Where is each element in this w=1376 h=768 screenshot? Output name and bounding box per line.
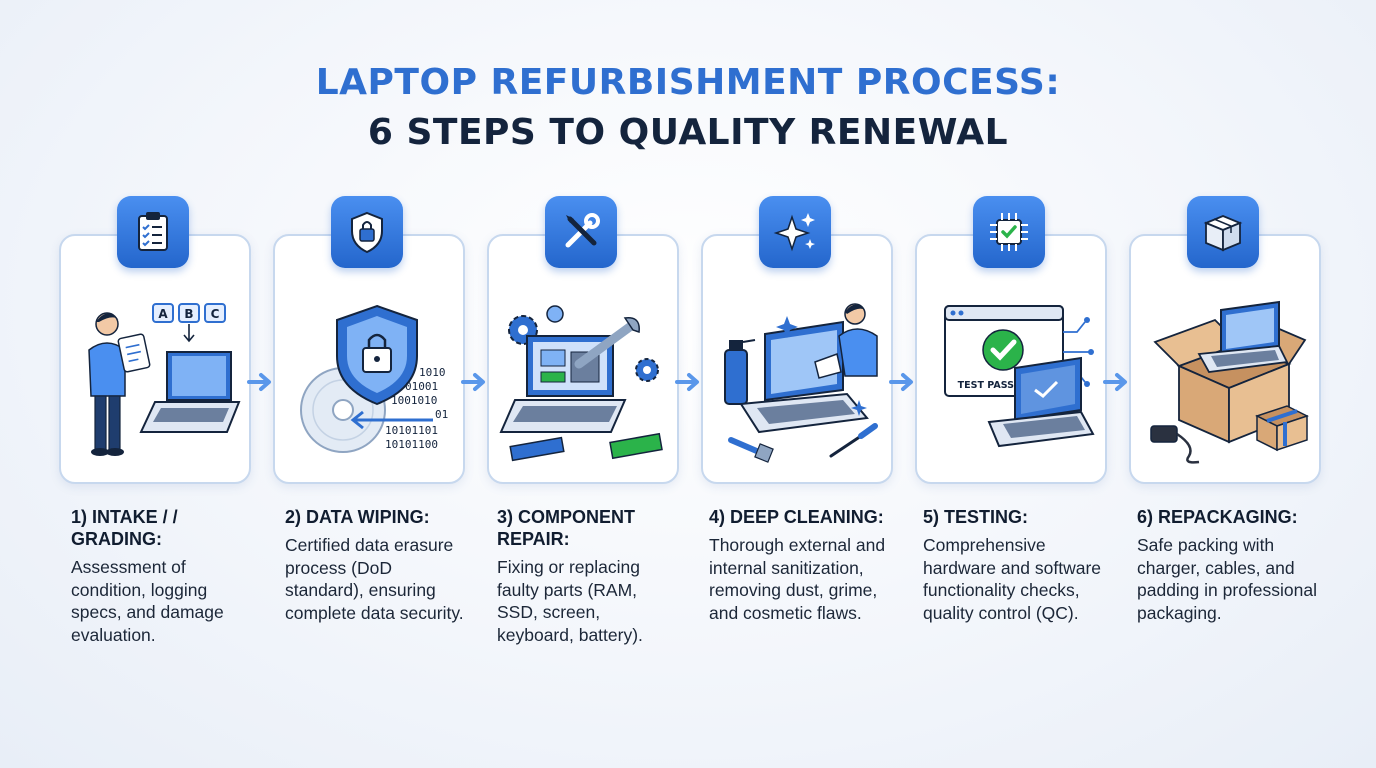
arrow-right-icon [889, 373, 913, 391]
step-title: 4) DEEP CLEANING: [709, 507, 884, 527]
binary-line-3: 1001010 [391, 394, 437, 407]
binary-line-6: 10101100 [385, 438, 438, 451]
step-text-intake: 1) INTAKE / / GRADING: Assessment of con… [71, 506, 241, 646]
step-text-testing: 5) TESTING: Comprehensive hardware and s… [923, 506, 1123, 624]
step-text-data-wiping: 2) DATA WIPING: Certified data erasure p… [285, 506, 465, 624]
step-card-deep-cleaning [701, 234, 893, 484]
grade-a-label: A [158, 307, 168, 321]
package-box-icon [1187, 196, 1259, 268]
deep-cleaning-illustration [724, 303, 878, 463]
step-description: Assessment of condition, logging specs, … [71, 557, 224, 645]
arrow-right-icon [1103, 373, 1127, 391]
step-text-repackaging: 6) REPACKAGING: Safe packing with charge… [1137, 506, 1327, 624]
shield-lock-icon [331, 196, 403, 268]
step-title: 5) TESTING: [923, 507, 1029, 527]
step-description: Fixing or replacing faulty parts (RAM, S… [497, 557, 643, 645]
step-text-deep-cleaning: 4) DEEP CLEANING: Thorough external and … [709, 506, 899, 624]
arrow-right-icon [247, 373, 271, 391]
component-repair-illustration [499, 305, 663, 462]
chip-check-icon [973, 196, 1045, 268]
data-wiping-illustration: 1010 01001 1001010 01 10101101 10101100 [300, 304, 448, 453]
binary-line-1: 1010 [419, 366, 446, 379]
repackaging-illustration [1150, 300, 1309, 464]
sparkle-icon [759, 196, 831, 268]
binary-line-2: 01001 [405, 380, 438, 393]
step-text-component-repair: 3) COMPONENT REPAIR: Fixing or replacing… [497, 506, 677, 646]
step-description: Comprehensive hardware and software func… [923, 535, 1102, 623]
step-title: 3) COMPONENT REPAIR: [497, 507, 636, 549]
intake-illustration: A B C [88, 303, 241, 456]
grade-b-label: B [184, 307, 193, 321]
testing-illustration: TEST PASSED [944, 305, 1095, 448]
arrow-right-icon [675, 373, 699, 391]
clipboard-checklist-icon [117, 196, 189, 268]
step-title: 2) DATA WIPING: [285, 507, 430, 527]
step-card-component-repair [487, 234, 679, 484]
wrench-screwdriver-icon [545, 196, 617, 268]
step-description: Certified data erasure process (DoD stan… [285, 535, 464, 623]
step-description: Thorough external and internal sanitizat… [709, 535, 886, 623]
binary-line-4: 01 [435, 408, 448, 421]
grade-c-label: C [211, 307, 220, 321]
test-passed-label: TEST PASSED [958, 380, 1029, 391]
step-title: 1) INTAKE / / GRADING: [71, 507, 178, 549]
step-card-repackaging [1129, 234, 1321, 484]
step-card-testing: TEST PASSED [915, 234, 1107, 484]
arrow-right-icon [461, 373, 485, 391]
page-title: LAPTOP REFURBISHMENT PROCESS: [315, 62, 1061, 103]
binary-line-5: 10101101 [385, 424, 438, 437]
step-title: 6) REPACKAGING: [1137, 507, 1298, 527]
step-card-intake: A B C [59, 234, 251, 484]
step-card-data-wiping: 1010 01001 1001010 01 10101101 10101100 [273, 234, 465, 484]
step-description: Safe packing with charger, cables, and p… [1137, 535, 1317, 623]
page-subtitle: 6 STEPS TO QUALITY RENEWAL [367, 112, 1009, 153]
